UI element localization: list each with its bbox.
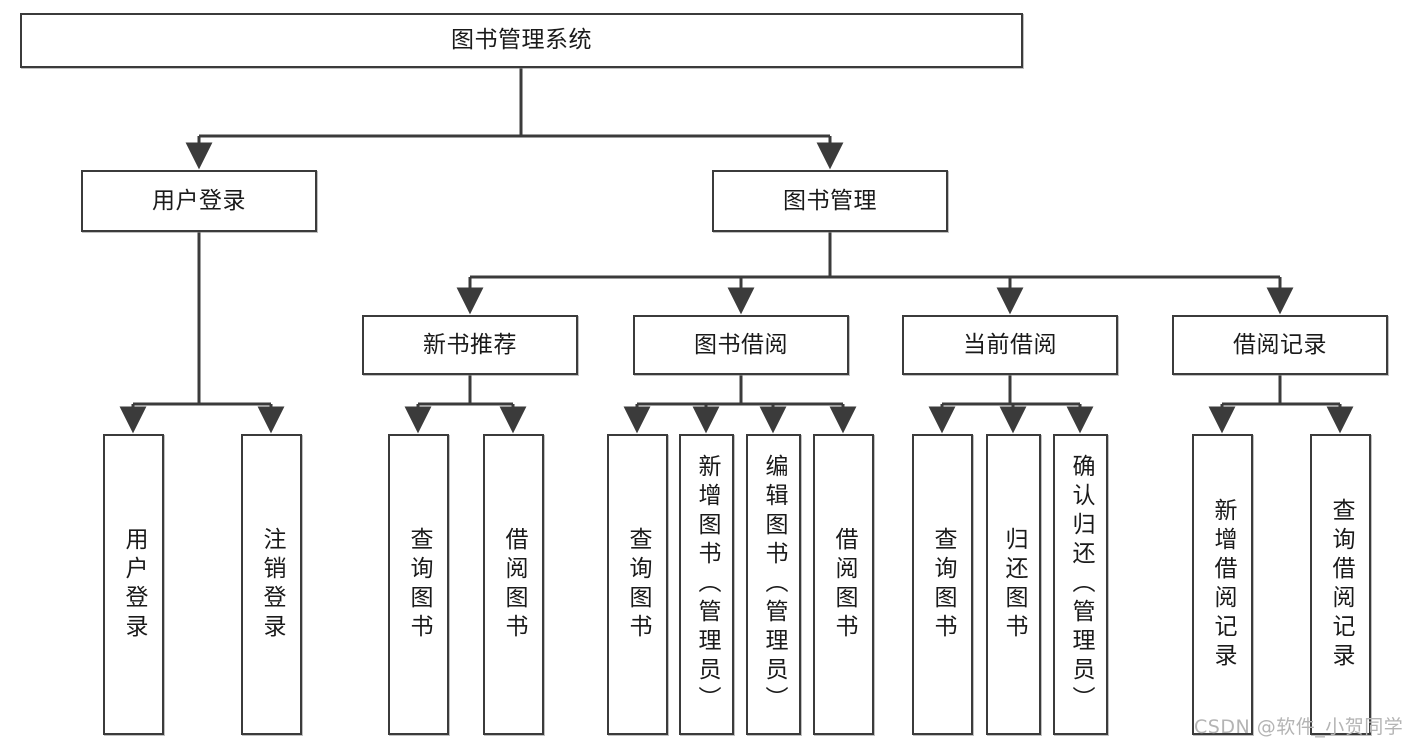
node-level2-1-label: 图书管理 — [783, 187, 877, 214]
node-level3-1[interactable]: 图书借阅 — [633, 315, 849, 375]
node-leaf-current-borrow-10[interactable]: 确认归还（管理员） — [1053, 434, 1108, 735]
node-level3-0-label: 新书推荐 — [423, 331, 517, 358]
node-leaf-borrow-book-4-label: 查询图书 — [625, 526, 651, 643]
node-leaf-borrow-book-7[interactable]: 借阅图书 — [813, 434, 874, 735]
node-leaf-borrow-book-6-label: 编辑图书（管理员） — [761, 454, 787, 715]
node-root-system[interactable]: 图书管理系统 — [20, 13, 1023, 68]
node-leaf-borrow-record-11[interactable]: 新增借阅记录 — [1192, 434, 1253, 735]
node-leaf-user-login-1-label: 注销登录 — [259, 526, 285, 643]
csdn-watermark: CSDN @软件_小贺同学 — [1194, 716, 1404, 738]
node-leaf-user-login-0[interactable]: 用户登录 — [103, 434, 164, 735]
node-leaf-new-book-3[interactable]: 借阅图书 — [483, 434, 544, 735]
node-root-system-label: 图书管理系统 — [451, 27, 592, 54]
node-level3-2[interactable]: 当前借阅 — [902, 315, 1118, 375]
node-level3-0[interactable]: 新书推荐 — [362, 315, 578, 375]
node-level2-1[interactable]: 图书管理 — [712, 170, 948, 232]
node-leaf-borrow-book-6[interactable]: 编辑图书（管理员） — [746, 434, 801, 735]
node-level3-1-label: 图书借阅 — [694, 331, 788, 358]
node-level2-0-label: 用户登录 — [152, 187, 246, 214]
node-leaf-borrow-record-12-label: 查询借阅记录 — [1328, 497, 1354, 672]
node-leaf-new-book-2-label: 查询图书 — [406, 526, 432, 643]
node-leaf-current-borrow-9-label: 归还图书 — [1001, 526, 1027, 643]
node-level2-0[interactable]: 用户登录 — [81, 170, 317, 232]
node-leaf-current-borrow-8-label: 查询图书 — [930, 526, 956, 643]
node-leaf-borrow-book-5-label: 新增图书（管理员） — [694, 454, 720, 715]
node-leaf-new-book-2[interactable]: 查询图书 — [388, 434, 449, 735]
node-level3-3-label: 借阅记录 — [1233, 331, 1327, 358]
node-leaf-borrow-book-7-label: 借阅图书 — [831, 526, 857, 643]
node-leaf-user-login-0-label: 用户登录 — [121, 526, 147, 643]
node-level3-3[interactable]: 借阅记录 — [1172, 315, 1388, 375]
node-leaf-borrow-record-11-label: 新增借阅记录 — [1210, 497, 1236, 672]
node-leaf-new-book-3-label: 借阅图书 — [501, 526, 527, 643]
node-level3-2-label: 当前借阅 — [963, 331, 1057, 358]
node-leaf-current-borrow-9[interactable]: 归还图书 — [986, 434, 1041, 735]
node-leaf-user-login-1[interactable]: 注销登录 — [241, 434, 302, 735]
node-leaf-current-borrow-8[interactable]: 查询图书 — [912, 434, 973, 735]
node-leaf-borrow-record-12[interactable]: 查询借阅记录 — [1310, 434, 1371, 735]
node-leaf-borrow-book-5[interactable]: 新增图书（管理员） — [679, 434, 734, 735]
node-leaf-borrow-book-4[interactable]: 查询图书 — [607, 434, 668, 735]
node-leaf-current-borrow-10-label: 确认归还（管理员） — [1068, 454, 1094, 715]
